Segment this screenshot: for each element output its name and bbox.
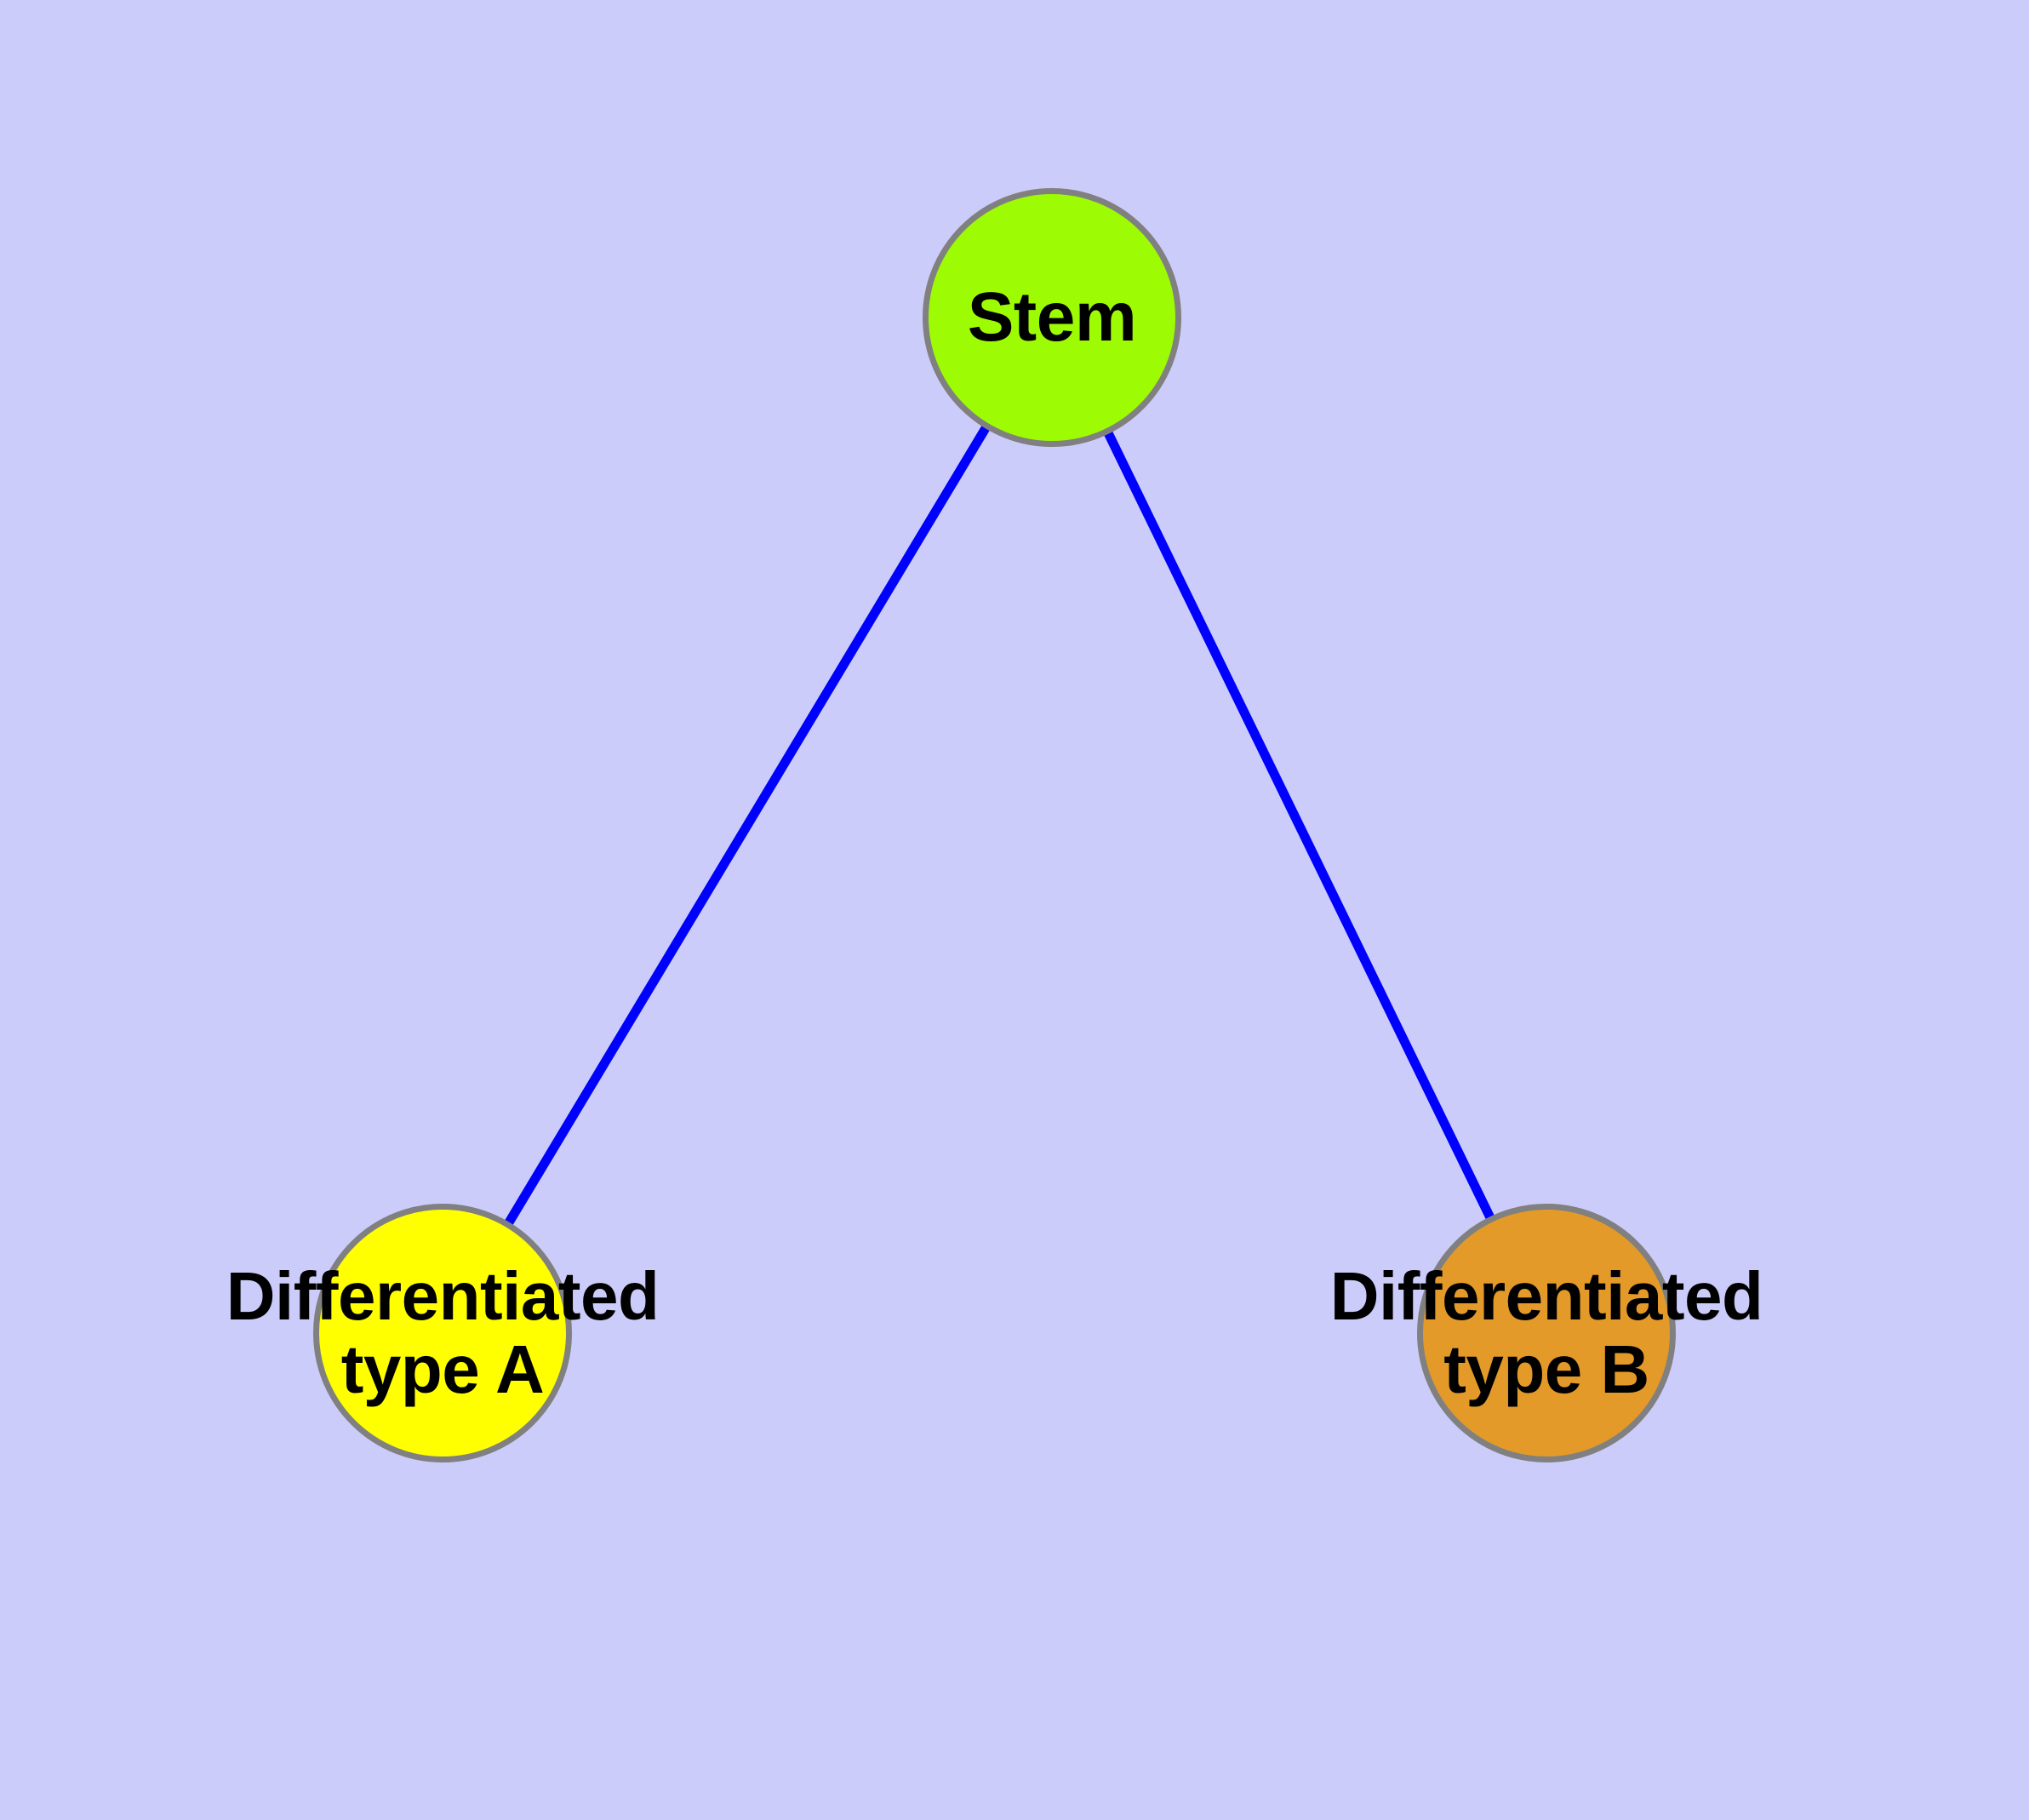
node-differentiated-type-a[interactable] xyxy=(313,1204,572,1462)
edge-stem-to-differentiated-type-a[interactable] xyxy=(496,410,998,1240)
node-differentiated-type-b[interactable] xyxy=(1417,1204,1676,1462)
node-stem[interactable] xyxy=(923,188,1181,447)
edge-layer xyxy=(496,410,1501,1240)
node-layer xyxy=(313,188,1676,1462)
edge-stem-to-differentiated-type-b[interactable] xyxy=(1097,415,1501,1236)
